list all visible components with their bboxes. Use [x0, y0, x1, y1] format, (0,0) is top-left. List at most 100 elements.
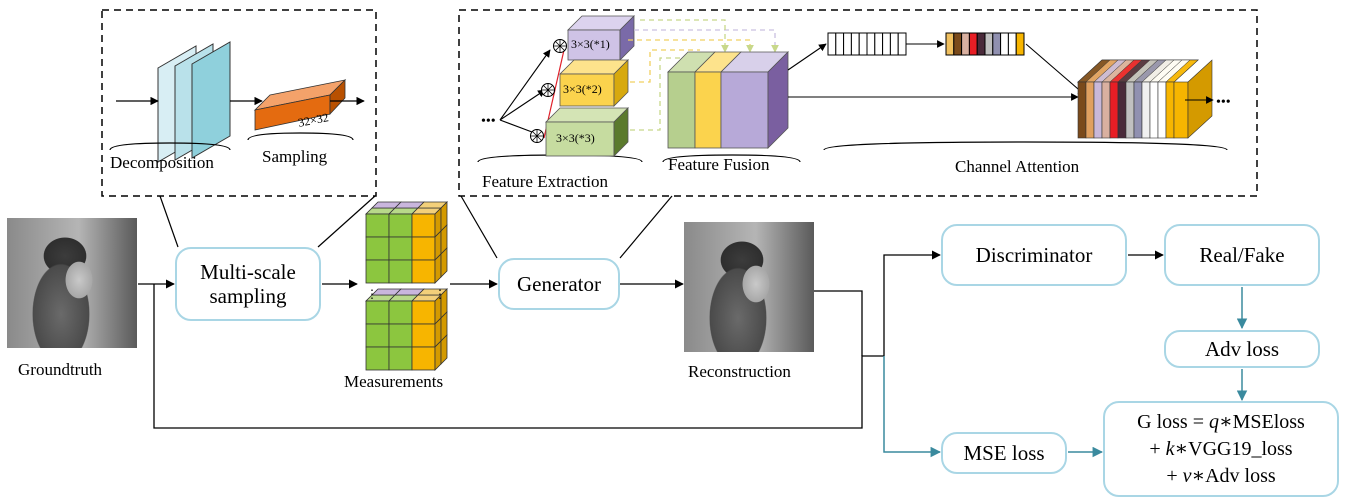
vector-cell: [882, 32, 891, 56]
weight-cell: [968, 32, 978, 56]
skip-connection: [630, 57, 700, 131]
sampling-detail-box: [101, 9, 377, 197]
pooled-vector: [827, 32, 907, 56]
attention-channel: [1101, 81, 1111, 139]
cube-dots-left: ⋮: [366, 287, 378, 301]
attention-channel: [1165, 81, 1175, 139]
attention-channel: [1133, 81, 1143, 139]
reconstruction-image: [684, 222, 814, 352]
cube-side-cell: [440, 334, 448, 365]
brace: [109, 142, 231, 151]
vector-cell: [858, 32, 868, 56]
zoom-line: [317, 195, 376, 248]
cube-front-cell: [411, 323, 436, 348]
cube-front-cell: [388, 213, 413, 238]
g-loss-line1: G loss = q∗MSEloss: [1137, 410, 1305, 433]
zoom-line: [619, 195, 673, 259]
brace: [823, 141, 1228, 151]
output-ellipsis: •••: [1216, 95, 1231, 110]
g-loss-line2: + k∗VGG19_loss: [1149, 437, 1293, 460]
branch-arrow: [499, 49, 551, 121]
input-ellipsis-fe: •••: [481, 114, 496, 129]
cube-front-cell: [365, 213, 390, 238]
real-fake-node: Real/Fake: [1164, 224, 1320, 286]
skip-connection: [634, 29, 779, 53]
cube-front-cell: [388, 300, 413, 325]
cube-dots-right: ⋮: [434, 287, 446, 301]
groundtruth-bypass-line: [153, 284, 884, 429]
discriminator-label: Discriminator: [975, 242, 1093, 267]
arrow-fusion-to-vector: [787, 43, 827, 71]
cube-front-cell: [388, 346, 413, 371]
weight-cell: [961, 32, 970, 56]
vector-cell: [835, 32, 845, 56]
conv-block-2: [559, 59, 629, 107]
cube-side-cell: [440, 247, 448, 278]
channel-attention-label: Channel Attention: [955, 157, 1080, 176]
vector-cell: [850, 32, 860, 56]
attention-channel: [1093, 81, 1103, 139]
vector-cell: [897, 32, 907, 56]
cube-front-cell: [411, 346, 436, 371]
generator-detail-box: [458, 9, 1258, 197]
multiply-icon: [530, 129, 544, 143]
mse-loss-node: MSE loss: [941, 432, 1067, 474]
cube-front-cell: [411, 213, 436, 238]
attention-channel: [1077, 81, 1087, 139]
g-loss-equation: G loss = q∗MSEloss + k∗VGG19_loss + v∗Ad…: [1137, 409, 1305, 490]
groundtruth-label: Groundtruth: [18, 360, 103, 379]
brace: [662, 154, 801, 163]
measurements-label: Measurements: [344, 372, 444, 391]
conv-block-1: [567, 15, 635, 61]
feature-fusion-label: Feature Fusion: [668, 155, 770, 174]
decomposition-slabs: [157, 41, 231, 163]
weight-cell: [1015, 32, 1025, 56]
vector-cell: [843, 32, 852, 56]
weight-cell: [992, 32, 1002, 56]
attention-front-face: [1173, 81, 1189, 139]
cube-front-cell: [365, 300, 390, 325]
fusion-block: [667, 51, 789, 149]
weight-cell: [1000, 32, 1009, 56]
weight-vector: [945, 32, 1025, 56]
groundtruth-image: [7, 218, 137, 348]
cube-front-cell: [365, 259, 390, 284]
measurement-cube-top: [365, 201, 448, 284]
zoom-line: [159, 195, 179, 248]
conv-block-3: [545, 107, 629, 157]
multiscale-line2: sampling: [209, 284, 287, 308]
feature-extraction-label: Feature Extraction: [482, 172, 609, 191]
cube-front-cell: [388, 236, 413, 261]
attention-channel: [1149, 81, 1159, 139]
weight-cell: [1007, 32, 1017, 56]
conv-label-2: 3×3(*2): [563, 82, 602, 96]
arrow-to-mse-loss: [883, 356, 942, 458]
cube-front-cell: [411, 259, 436, 284]
attention-channel: [1117, 81, 1127, 139]
sampling-block: [253, 79, 347, 131]
skip-connection: [630, 49, 700, 83]
arrow-weights-to-output: [1025, 43, 1086, 96]
multiscale-line1: Multi-scale: [200, 259, 296, 284]
conv-label-3: 3×3(*3): [556, 131, 595, 145]
attention-channel: [1157, 81, 1167, 139]
vector-cell: [866, 32, 876, 56]
weight-cell: [976, 32, 986, 56]
weight-cell: [953, 32, 963, 56]
reconstruction-label: Reconstruction: [688, 362, 791, 381]
reconstruction-output-line: [814, 290, 863, 356]
cube-front-cell: [365, 236, 390, 261]
cube-front-cell: [365, 346, 390, 371]
conv-label-1: 3×3(*1): [571, 37, 610, 51]
g-loss-node: G loss = q∗MSEloss + k∗VGG19_loss + v∗Ad…: [1103, 401, 1339, 497]
weight-cell: [945, 32, 955, 56]
attention-channel: [1141, 81, 1151, 139]
vector-cell: [827, 32, 837, 56]
generator-label: Generator: [517, 271, 601, 296]
brace: [247, 132, 354, 141]
cube-front-cell: [388, 323, 413, 348]
cube-front-cell: [365, 323, 390, 348]
adv-loss-label: Adv loss: [1204, 336, 1280, 361]
